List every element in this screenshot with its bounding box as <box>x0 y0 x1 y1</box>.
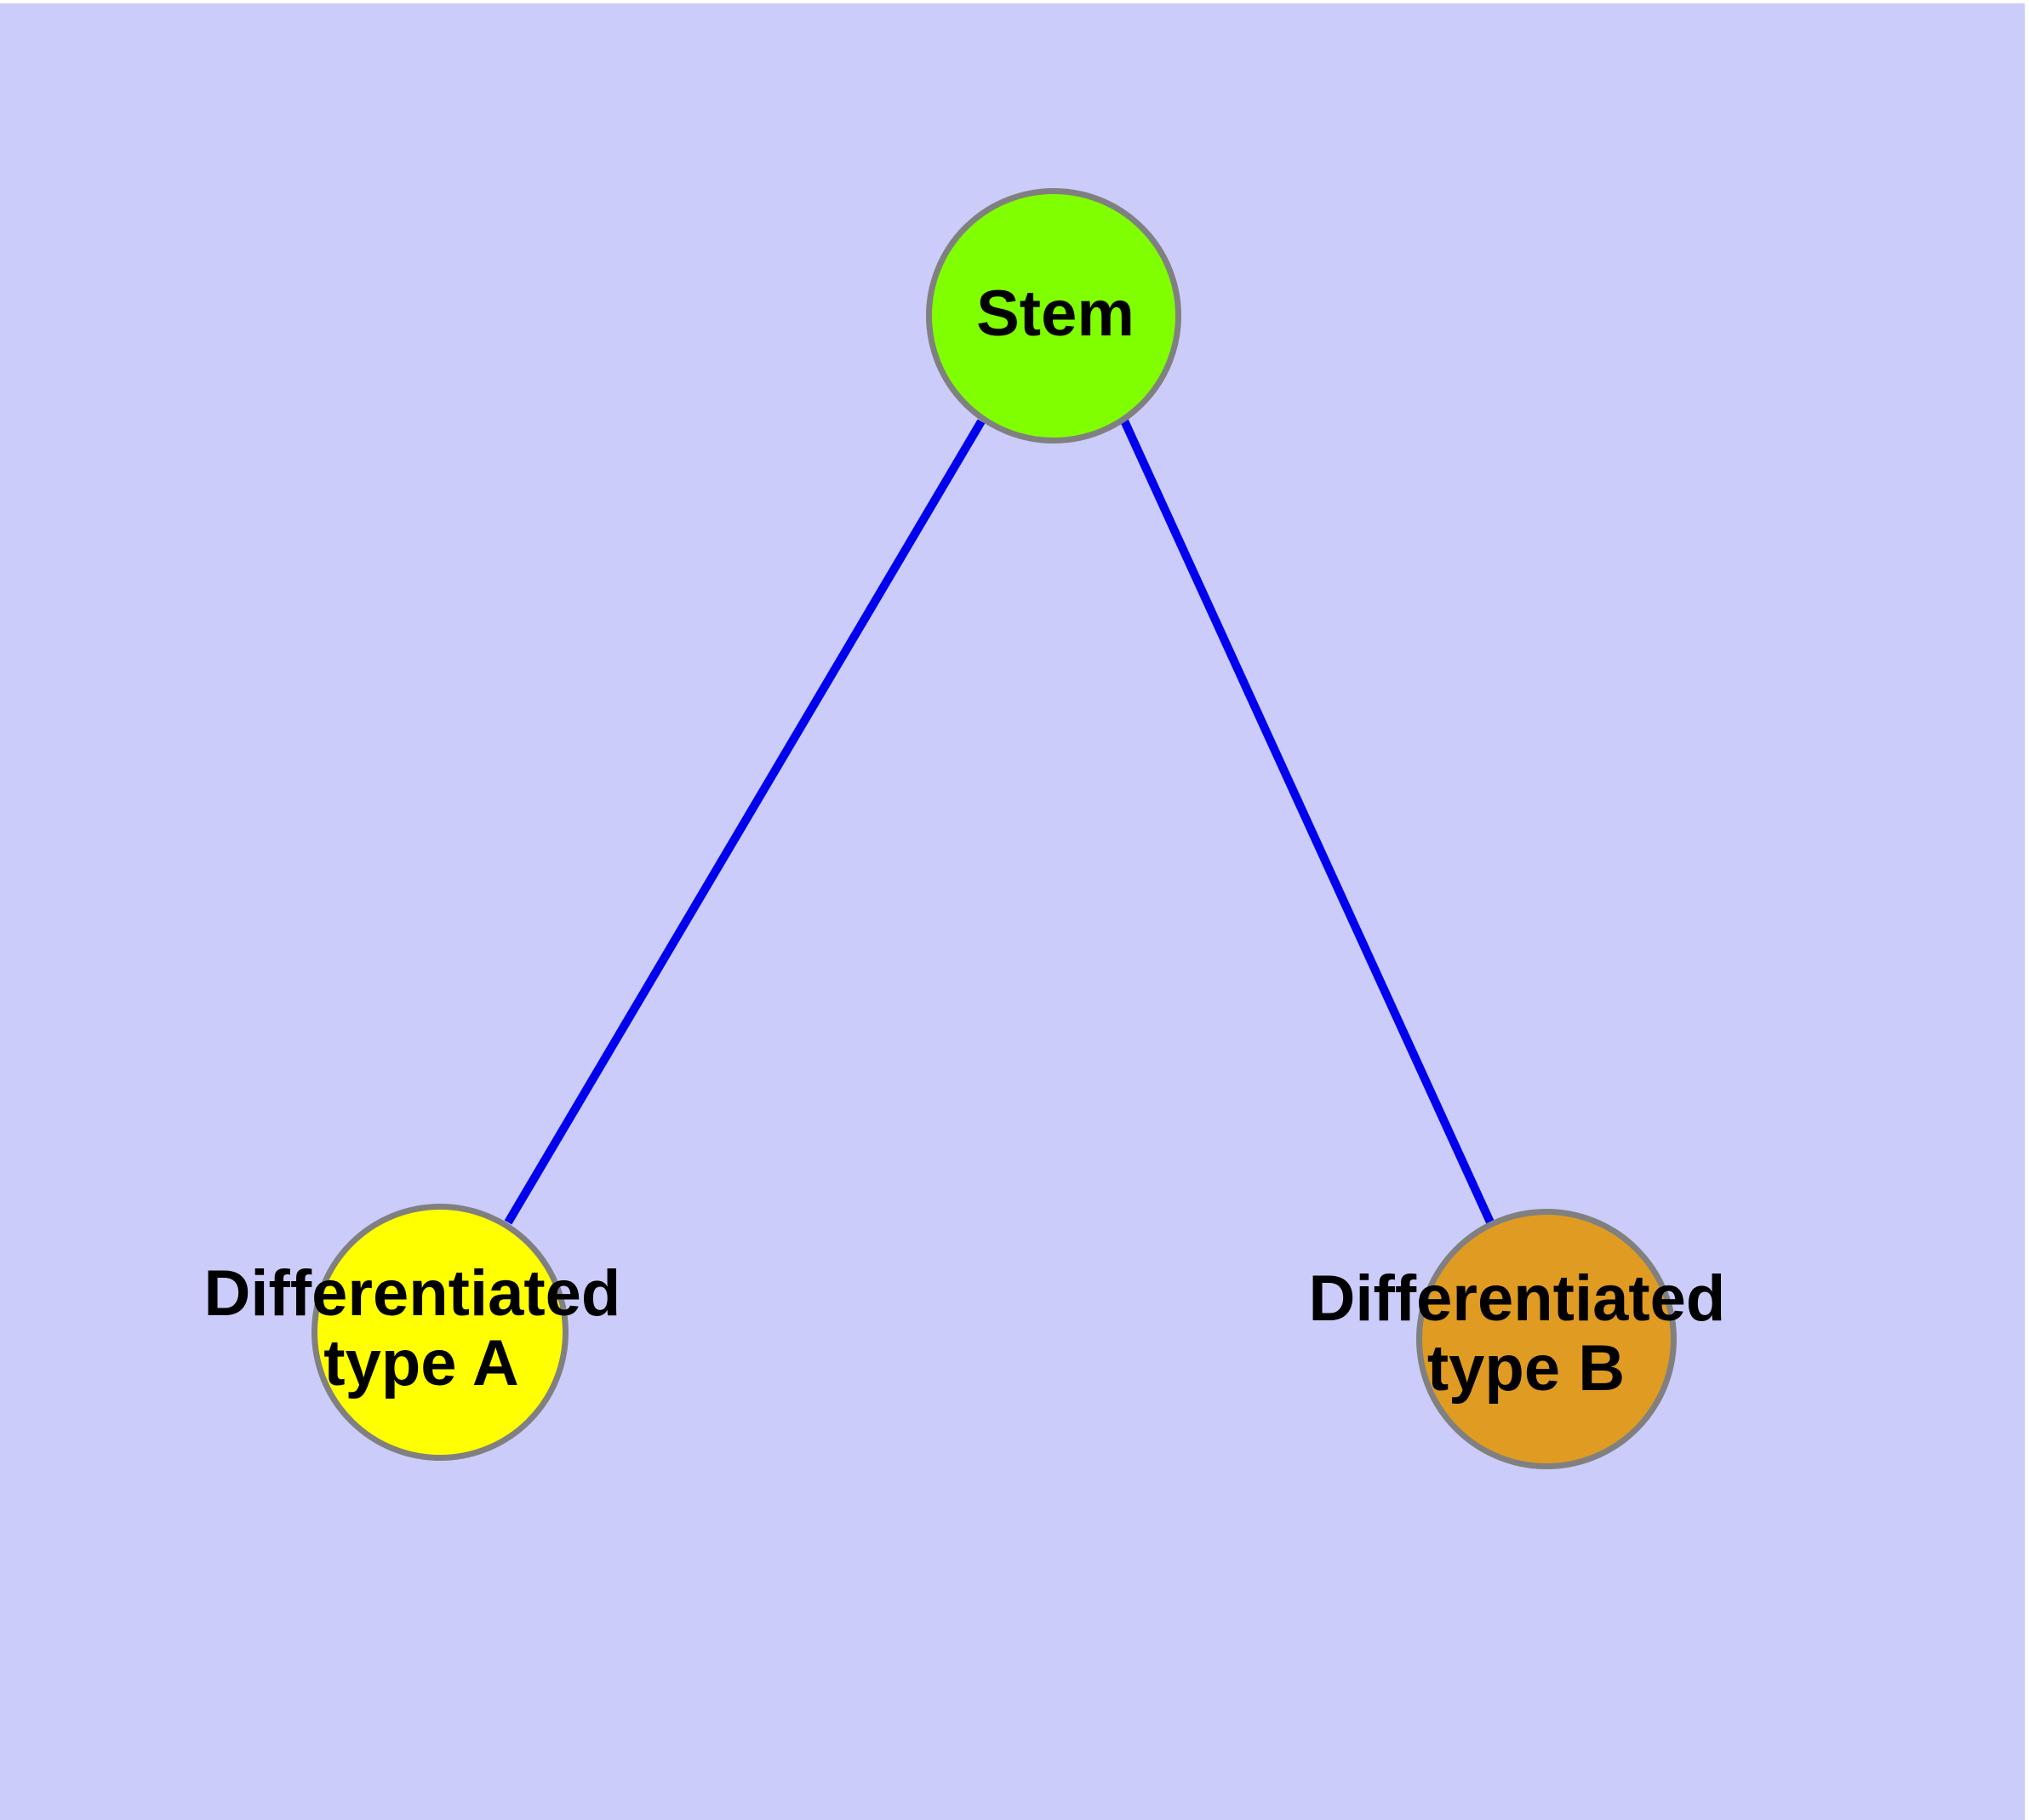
node-label-stem: Stem <box>976 278 1135 350</box>
node-label-diff-b-line-2: type B <box>1427 1332 1625 1405</box>
edge-layer <box>504 416 1495 1227</box>
node-label-diff-b-line-1: Differentiated <box>1309 1262 1726 1335</box>
node-label-diff-a: Differentiated type A <box>204 1257 639 1399</box>
node-label-stem-line-1: Stem <box>976 278 1135 350</box>
edge-stem-to-diff-a[interactable] <box>504 419 986 1225</box>
node-stem[interactable] <box>926 188 1181 444</box>
node-label-diff-b: Differentiated type B <box>1309 1262 1744 1405</box>
node-diff-b[interactable] <box>1416 1209 1677 1469</box>
node-layer <box>311 188 1677 1469</box>
label-layer: Stem Differentiated type A Differentiate… <box>204 278 1744 1405</box>
edge-stem-to-diff-b[interactable] <box>1119 416 1495 1227</box>
node-label-diff-a-line-1: Differentiated <box>204 1257 621 1330</box>
node-diff-a[interactable] <box>311 1204 569 1461</box>
node-label-diff-a-line-2: type A <box>323 1327 518 1399</box>
